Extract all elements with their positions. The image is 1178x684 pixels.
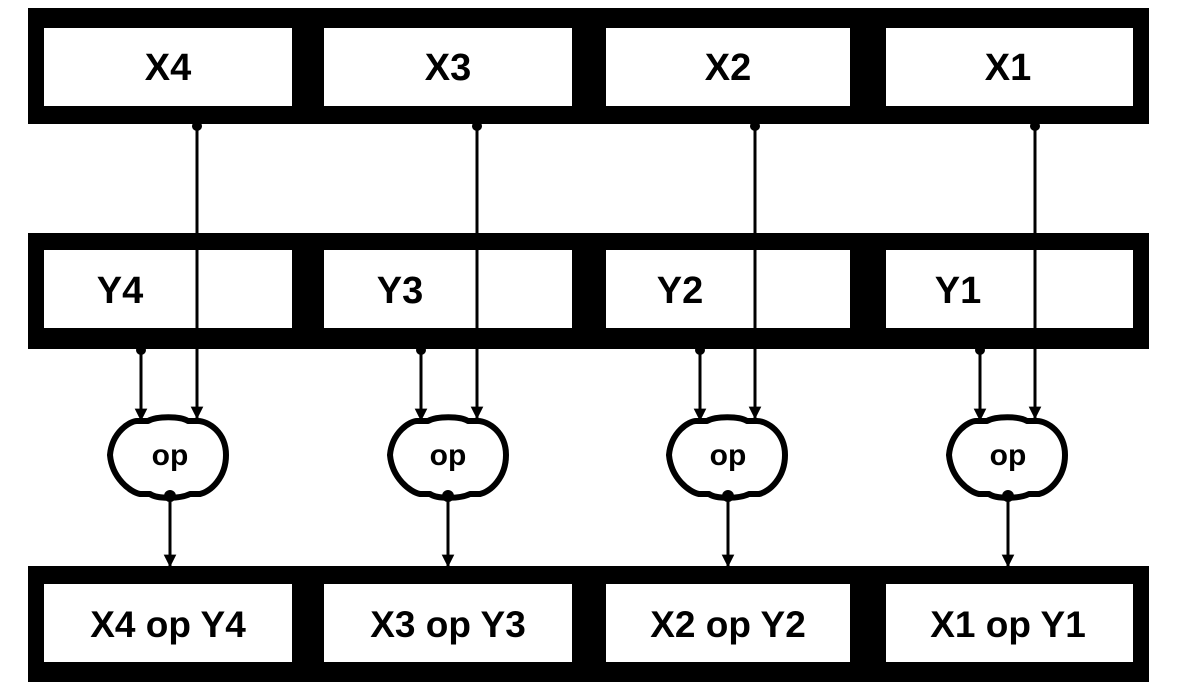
op-output-dot	[164, 490, 176, 502]
y-cell-label: Y1	[935, 270, 981, 312]
x-cell-label: X4	[145, 47, 191, 89]
y-cell-label: Y3	[377, 270, 423, 312]
result-cell: X2 op Y2	[606, 584, 850, 662]
op-output-dot	[442, 490, 454, 502]
result-cell-label: X4 op Y4	[90, 604, 246, 645]
result-cell-label: X1 op Y1	[930, 604, 1086, 645]
result-cell: X4 op Y4	[44, 584, 292, 662]
x-cell: X4	[44, 28, 292, 106]
result-cell: X1 op Y1	[886, 584, 1133, 662]
op-node: op	[107, 414, 229, 501]
op-label: op	[430, 439, 467, 472]
x-cell: X3	[324, 28, 572, 106]
op-node: op	[387, 414, 509, 501]
y-junction-dot	[416, 345, 426, 355]
result-cell-label: X2 op Y2	[650, 604, 806, 645]
x-junction-dot	[750, 121, 760, 131]
x-cell-label: X1	[985, 47, 1031, 89]
x-cell-label: X2	[705, 47, 751, 89]
op-label: op	[990, 439, 1027, 472]
y-cell-label: Y2	[657, 270, 703, 312]
x-junction-dot	[472, 121, 482, 131]
x-junction-dot	[192, 121, 202, 131]
op-node: op	[666, 414, 788, 501]
op-label: op	[710, 439, 747, 472]
y-cell: Y1	[886, 250, 1133, 328]
y-cell: Y3	[324, 250, 572, 328]
result-cell-label: X3 op Y3	[370, 604, 526, 645]
op-label: op	[152, 439, 189, 472]
x-cell: X2	[606, 28, 850, 106]
y-cell-label: Y4	[97, 270, 143, 312]
y-cell: Y2	[606, 250, 850, 328]
op-output-dot	[1002, 490, 1014, 502]
op-node: op	[946, 414, 1068, 501]
y-junction-dot	[136, 345, 146, 355]
op-output-dot	[722, 490, 734, 502]
result-cell: X3 op Y3	[324, 584, 572, 662]
x-junction-dot	[1030, 121, 1040, 131]
y-cell: Y4	[44, 250, 292, 328]
x-cell: X1	[886, 28, 1133, 106]
x-cell-label: X3	[425, 47, 471, 89]
y-junction-dot	[975, 345, 985, 355]
y-junction-dot	[695, 345, 705, 355]
